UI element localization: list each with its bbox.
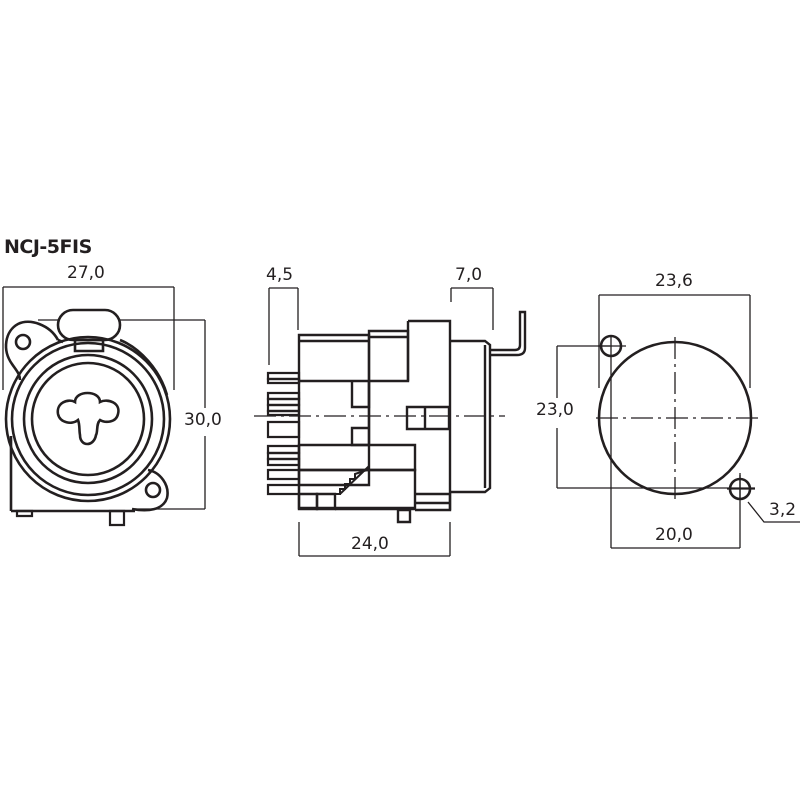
side-front-teeth	[268, 373, 299, 494]
cutout-hole-vertical-label: 23,0	[536, 400, 574, 420]
front-width-dimension-line	[3, 287, 174, 390]
side-pin-offset-label: 7,0	[455, 265, 483, 285]
cutout-diameter-dimension-line	[599, 295, 750, 388]
side-front-depth-dimension-line	[269, 288, 298, 365]
front-rings	[6, 337, 170, 501]
side-body	[299, 312, 525, 522]
side-view	[254, 288, 525, 556]
side-front-depth-label: 4,5	[266, 265, 294, 285]
front-view	[3, 287, 205, 525]
panel-cutout-view	[557, 295, 800, 548]
cutout-centerlines	[596, 337, 760, 500]
cutout-hole-diameter-label: 3,2	[769, 500, 797, 520]
model-title: NCJ-5FIS	[4, 236, 92, 258]
side-body-length-label: 24,0	[351, 534, 389, 554]
mounting-hole-crosshairs	[598, 346, 755, 500]
side-pin-offset-dimension-line	[451, 288, 493, 330]
cutout-diameter-label: 23,6	[655, 271, 693, 291]
side-ramp	[335, 468, 367, 494]
cutout-hole-diameter-leader	[748, 502, 800, 522]
front-bottom-pins	[17, 511, 124, 525]
front-height-label: 30,0	[184, 410, 222, 430]
xlr-contact-shape	[58, 393, 119, 444]
cutout-hole-vertical-dimension-line	[557, 346, 755, 488]
side-body-length-dimension-line	[299, 522, 450, 556]
cutout-hole-horizontal-label: 20,0	[655, 525, 693, 545]
front-width-label: 27,0	[67, 263, 105, 283]
front-latch	[58, 310, 120, 351]
cutout-circle	[599, 342, 751, 494]
